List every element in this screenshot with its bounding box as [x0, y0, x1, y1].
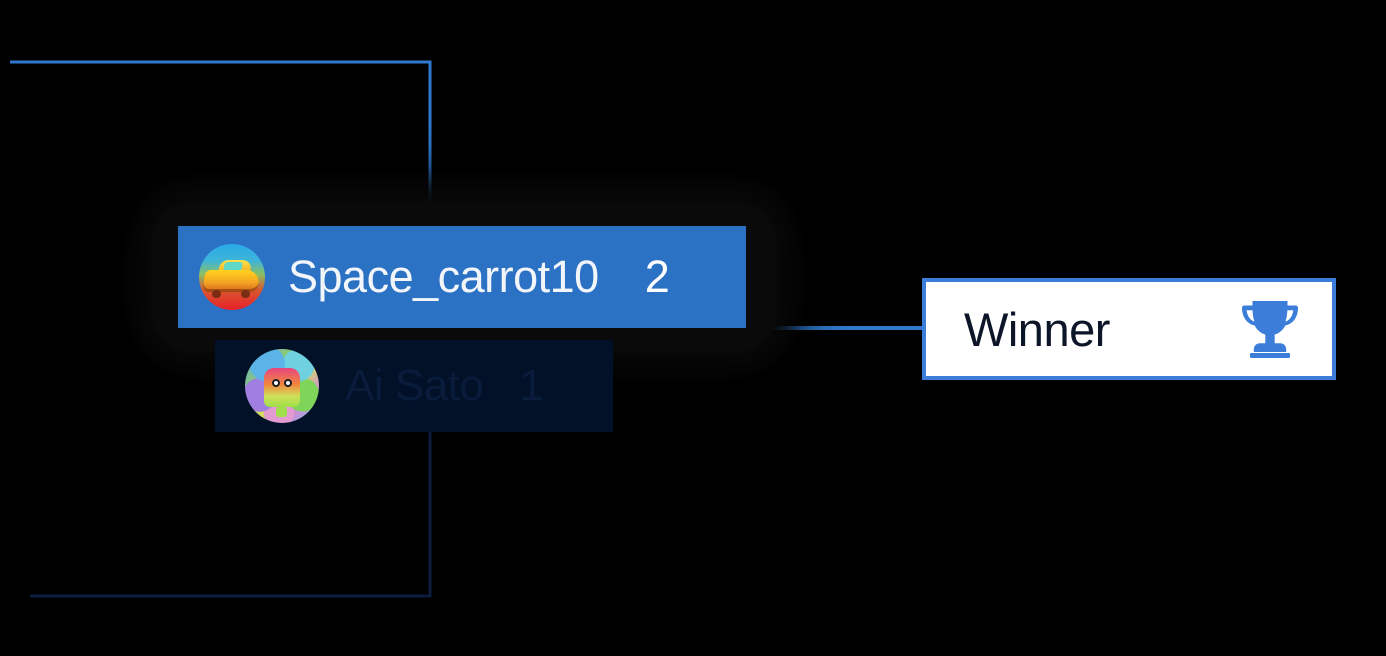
player-name: Ai Sato	[345, 361, 484, 410]
leaderboard-row-second[interactable]: Ai Sato 1	[215, 340, 613, 432]
trophy-icon	[1242, 301, 1298, 358]
winner-callout: Winner	[922, 278, 1336, 380]
player-score: 2	[644, 251, 670, 302]
player-name: Space_carrot10	[288, 251, 599, 302]
second-row-bottom-bracket	[30, 432, 432, 598]
winner-callout-label: Winner	[964, 302, 1110, 356]
puzzle-creature-avatar-icon	[245, 349, 319, 423]
leaderboard-row-winner[interactable]: Space_carrot10 2	[178, 226, 746, 328]
player-score: 1	[519, 361, 544, 410]
car-avatar-icon	[199, 244, 265, 310]
